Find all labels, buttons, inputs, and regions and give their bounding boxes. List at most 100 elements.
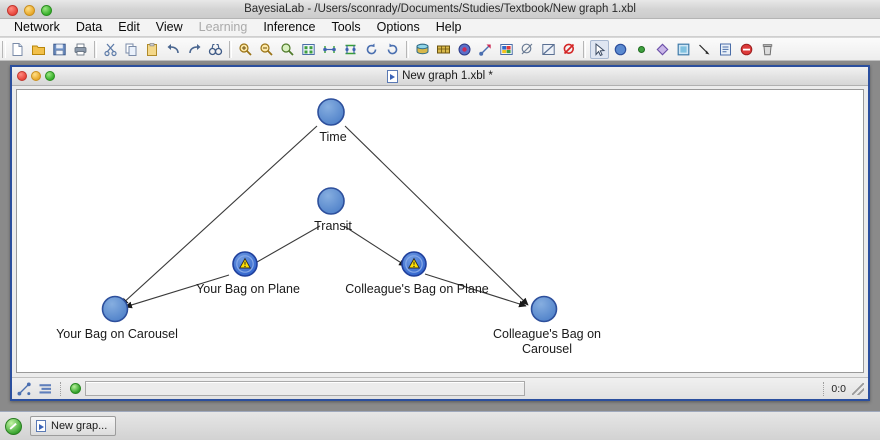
menu-edit[interactable]: Edit — [118, 20, 140, 34]
zoom-in-icon[interactable] — [236, 40, 255, 59]
menu-help[interactable]: Help — [435, 20, 462, 34]
rotate-left-icon[interactable] — [362, 40, 381, 59]
database-icon[interactable] — [413, 40, 432, 59]
window-controls — [7, 5, 52, 16]
find-binoculars-icon[interactable] — [206, 40, 225, 59]
edge-transit-to-colleague-plane — [343, 225, 407, 267]
document-title: New graph 1.xbl * — [12, 67, 868, 85]
toolbar-separator — [583, 40, 586, 58]
zoom-button[interactable] — [41, 5, 52, 16]
disable-icon[interactable] — [560, 40, 579, 59]
tree-view-icon[interactable] — [36, 380, 55, 398]
toolbar-separator — [406, 40, 409, 58]
new-document-icon[interactable] — [8, 40, 27, 59]
node-colleagues-bag-on-carousel[interactable] — [530, 295, 558, 323]
graph-edges — [120, 125, 529, 309]
main-toolbar — [0, 38, 880, 61]
status-bar-separator — [60, 381, 62, 396]
document-zoom-button[interactable] — [45, 71, 55, 81]
align-horizontal-icon[interactable] — [320, 40, 339, 59]
node-your-bag-on-plane[interactable] — [232, 251, 258, 277]
menu-tools[interactable]: Tools — [331, 20, 361, 34]
taskbar-item-label: New grap... — [51, 420, 108, 432]
toolbar-grip[interactable] — [2, 40, 6, 58]
redo-arrow-icon[interactable] — [185, 40, 204, 59]
open-folder-icon[interactable] — [29, 40, 48, 59]
add-square-node-icon[interactable] — [674, 40, 693, 59]
edit-node-icon[interactable] — [716, 40, 735, 59]
xbl-document-icon — [387, 69, 399, 83]
progress-bar — [85, 381, 525, 396]
paste-icon[interactable] — [143, 40, 162, 59]
document-close-button[interactable] — [17, 71, 27, 81]
undo-arrow-icon[interactable] — [164, 40, 183, 59]
node-label-colleagues-bag-on-carousel: Colleague's Bag on Carousel — [492, 327, 602, 356]
delete-node-icon[interactable] — [737, 40, 756, 59]
menu-inference[interactable]: Inference — [263, 20, 316, 34]
document-title-bar: New graph 1.xbl * — [12, 67, 868, 86]
zoom-fit-icon[interactable] — [278, 40, 297, 59]
edge-your-plane-to-your-carousel — [124, 274, 230, 309]
fit-to-window-icon[interactable] — [299, 40, 318, 59]
data-table-icon[interactable] — [434, 40, 453, 59]
cut-scissors-icon[interactable] — [101, 40, 120, 59]
color-map-icon[interactable] — [497, 40, 516, 59]
node-time[interactable] — [317, 98, 345, 126]
resize-grip[interactable] — [852, 382, 864, 395]
copy-icon[interactable] — [122, 40, 141, 59]
node-label-colleagues-bag-on-plane: Colleague's Bag on Plane — [345, 282, 489, 296]
document-window-controls — [17, 71, 55, 81]
add-node-icon[interactable] — [611, 40, 630, 59]
node-label-your-bag-on-carousel: Your Bag on Carousel — [56, 327, 178, 341]
add-small-node-icon[interactable] — [632, 40, 651, 59]
graph-canvas[interactable]: Time Transit Your Bag on Plane Colleague… — [16, 89, 864, 373]
document-window: New graph 1.xbl * — [10, 65, 870, 401]
toolbar-separator — [229, 40, 232, 58]
menu-view[interactable]: View — [155, 20, 183, 34]
align-vertical-icon[interactable] — [341, 40, 360, 59]
node-link-icon[interactable] — [476, 40, 495, 59]
trash-icon[interactable] — [758, 40, 777, 59]
document-minimize-button[interactable] — [31, 71, 41, 81]
select-arrow-icon[interactable] — [590, 39, 609, 59]
edge-colleague-plane-to-colleague-carousel — [424, 273, 527, 308]
edge-time-to-your-carousel — [120, 125, 318, 306]
node-label-your-bag-on-plane: Your Bag on Plane — [196, 282, 300, 296]
add-arc-icon[interactable] — [695, 40, 714, 59]
rotate-right-icon[interactable] — [383, 40, 402, 59]
menu-network[interactable]: Network — [14, 20, 60, 34]
monitor-off-icon[interactable] — [518, 40, 537, 59]
print-icon[interactable] — [71, 40, 90, 59]
graph-view-icon[interactable] — [15, 380, 34, 398]
bayesian-network-graph — [101, 98, 558, 323]
coordinates-readout: 0:0 — [823, 381, 852, 396]
edge-time-to-colleague-carousel — [344, 125, 529, 306]
edge-transit-to-your-plane — [249, 225, 321, 267]
add-diamond-node-icon[interactable] — [653, 40, 672, 59]
node-label-transit: Transit — [314, 219, 352, 233]
bayesialab-tray-icon[interactable] — [5, 417, 22, 435]
taskbar-item-new-graph[interactable]: New grap... — [30, 416, 117, 436]
minimize-button[interactable] — [24, 5, 35, 16]
node-transit[interactable] — [317, 187, 345, 215]
document-status-bar: 0:0 — [12, 377, 868, 399]
zoom-out-icon[interactable] — [257, 40, 276, 59]
warning-triangle-icon — [238, 257, 252, 269]
toolbar-separator — [94, 40, 97, 58]
node-your-bag-on-carousel[interactable] — [101, 295, 129, 323]
menu-options[interactable]: Options — [376, 20, 420, 34]
matrix-off-icon[interactable] — [539, 40, 558, 59]
warning-triangle-icon — [407, 257, 421, 269]
xbl-document-icon — [36, 420, 46, 432]
os-title-bar: BayesiaLab - /Users/sconrady/Documents/S… — [0, 0, 880, 19]
green-status-dot — [70, 383, 81, 394]
mdi-desktop: New graph 1.xbl * — [0, 61, 880, 411]
menu-data[interactable]: Data — [75, 20, 103, 34]
target-node-icon[interactable] — [455, 40, 474, 59]
window-title: BayesiaLab - /Users/sconrady/Documents/S… — [244, 3, 636, 15]
save-disk-icon[interactable] — [50, 40, 69, 59]
node-colleagues-bag-on-plane[interactable] — [401, 251, 427, 277]
close-button[interactable] — [7, 5, 18, 16]
document-title-text: New graph 1.xbl * — [402, 70, 493, 82]
graph-nodes — [101, 98, 558, 323]
